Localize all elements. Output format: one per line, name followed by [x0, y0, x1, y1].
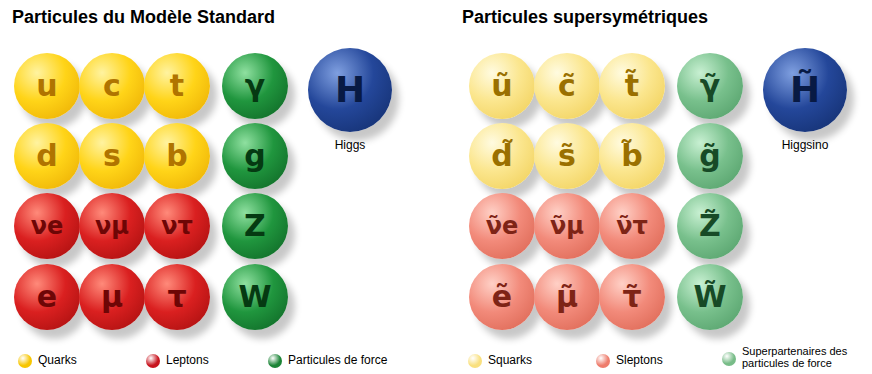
particle-symbol: ν̃τ: [616, 214, 648, 238]
particle-sphere: g: [222, 123, 288, 189]
particle-sphere: ũ: [469, 53, 535, 119]
particle-symbol: ν̃e: [486, 214, 519, 238]
particle-name: Higgs: [335, 138, 366, 152]
panel-heading: Particules supersymétriques: [462, 7, 708, 28]
legend-text: Squarks: [488, 354, 608, 367]
particle-sphere: τ: [144, 264, 210, 330]
particle-sphere: b̃: [599, 123, 665, 189]
particle-sphere: d̃: [469, 123, 535, 189]
particle-symbol: W: [238, 282, 271, 312]
particle-symbol: d: [36, 141, 57, 171]
particle-symbol: νe: [31, 214, 64, 238]
legend-swatch: [146, 354, 160, 368]
particle-sphere: e: [14, 264, 80, 330]
particle-sphere: t: [144, 53, 210, 119]
particle-symbol: Z: [244, 211, 266, 241]
particle-sphere: Z̃: [677, 193, 743, 259]
particle-symbol: γ: [245, 71, 265, 101]
particle-sphere: W: [222, 264, 288, 330]
particle-sphere: νe: [14, 193, 80, 259]
legend-swatch: [18, 354, 32, 368]
legend-swatch: [596, 354, 610, 368]
particle-sphere: ν̃e: [469, 193, 535, 259]
particle-symbol: ντ: [161, 214, 193, 238]
particle-sphere: ẽ: [469, 264, 535, 330]
particle-sphere: μ: [79, 264, 145, 330]
particle-symbol: t: [170, 71, 184, 101]
particle-symbol: g: [244, 141, 265, 171]
particle-symbol: Z̃: [699, 211, 721, 241]
legend-text: Quarks: [38, 354, 158, 367]
particle-sphere: γ̃: [677, 53, 743, 119]
particle-sphere: c: [79, 53, 145, 119]
particle-sphere: νμ: [79, 193, 145, 259]
particle-sphere: b: [144, 123, 210, 189]
legend-text: Superpartenaires des particules de force: [742, 346, 872, 369]
legend-swatch: [722, 352, 736, 366]
particle-sphere: W̃: [677, 264, 743, 330]
particle-symbol: d̃: [491, 141, 512, 171]
particle-sphere: d: [14, 123, 80, 189]
particle-sphere: ν̃μ: [534, 193, 600, 259]
particle-sphere: HHiggs: [308, 48, 392, 132]
particle-symbol: g̃: [699, 141, 720, 171]
particle-sphere: Z: [222, 193, 288, 259]
particle-name: Higgsino: [782, 138, 829, 152]
particle-symbol: ν̃μ: [550, 214, 584, 238]
particle-symbol: τ: [167, 282, 186, 312]
particle-symbol: ũ: [491, 71, 512, 101]
particle-sphere: u: [14, 53, 80, 119]
panel-heading: Particules du Modèle Standard: [12, 7, 275, 28]
particle-symbol: W̃: [693, 282, 726, 312]
legend-text: Particules de force: [288, 354, 458, 367]
particle-symbol: H: [335, 72, 365, 108]
particle-sphere: γ: [222, 53, 288, 119]
particle-symbol: b: [166, 141, 187, 171]
particle-symbol: c: [103, 71, 121, 101]
particle-sphere: μ̃: [534, 264, 600, 330]
particle-symbol: H̃: [790, 72, 820, 108]
legend-swatch: [268, 354, 282, 368]
particle-sphere: ντ: [144, 193, 210, 259]
particle-sphere: τ̃: [599, 264, 665, 330]
particle-sphere: s: [79, 123, 145, 189]
particle-symbol: γ̃: [700, 71, 720, 101]
particle-symbol: s: [103, 141, 121, 171]
legend-text: Sleptons: [616, 354, 736, 367]
particle-symbol: e: [37, 282, 57, 312]
particle-symbol: c̃: [558, 71, 576, 101]
particle-sphere: s̃: [534, 123, 600, 189]
particle-symbol: νμ: [95, 214, 129, 238]
particle-symbol: b̃: [621, 141, 642, 171]
particle-sphere: g̃: [677, 123, 743, 189]
particle-symbol: t̃: [625, 71, 639, 101]
particle-symbol: ẽ: [492, 282, 512, 312]
particle-symbol: u: [36, 71, 57, 101]
particle-symbol: s̃: [558, 141, 576, 171]
particle-symbol: μ̃: [556, 282, 578, 312]
particle-sphere: t̃: [599, 53, 665, 119]
legend-swatch: [468, 354, 482, 368]
particle-sphere: c̃: [534, 53, 600, 119]
particle-symbol: μ: [101, 282, 123, 312]
particle-symbol: τ̃: [622, 282, 641, 312]
particle-sphere: ν̃τ: [599, 193, 665, 259]
particle-sphere: H̃Higgsino: [763, 48, 847, 132]
